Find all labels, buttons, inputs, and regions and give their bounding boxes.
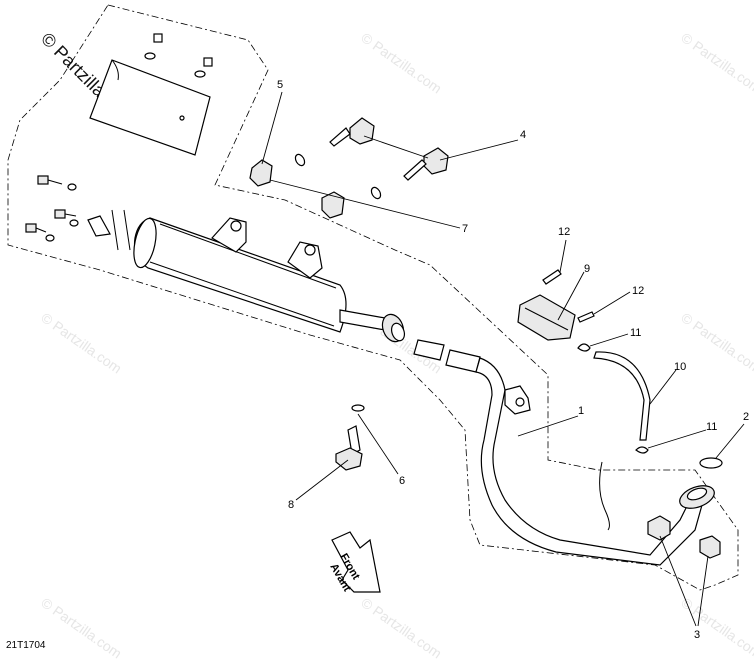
watermark-text: © Partzilla.com xyxy=(678,29,754,96)
callout-3: 3 xyxy=(694,629,700,641)
callout-9: 9 xyxy=(584,263,590,275)
exhaust-header-pipe xyxy=(475,357,715,566)
bracket-bolts xyxy=(329,117,449,181)
leader-lines xyxy=(261,91,745,627)
bracket-washers xyxy=(294,153,382,200)
vent-hose xyxy=(593,351,651,441)
callout-12-upper: 12 xyxy=(558,226,570,238)
muffler-washer-bolt xyxy=(335,404,365,471)
callout-11-lower: 11 xyxy=(706,421,717,433)
figure-code: 21T1704 xyxy=(6,640,46,651)
callout-10: 10 xyxy=(674,361,686,373)
callout-labels: 1 2 3 4 5 6 7 8 9 10 11 11 12 12 xyxy=(277,79,749,641)
bracket-nuts xyxy=(249,159,345,219)
watermark-text: © Partzilla.com xyxy=(358,594,444,660)
watermark-text: © Partzilla.com xyxy=(678,594,754,660)
hose-clips xyxy=(577,343,649,454)
muffler-end-cap xyxy=(87,209,131,251)
callout-4: 4 xyxy=(520,129,526,141)
watermark-text: © Partzilla.com xyxy=(678,309,754,376)
plate-screws xyxy=(144,33,213,121)
callout-7: 7 xyxy=(462,223,468,235)
callout-11-upper: 11 xyxy=(630,327,641,339)
callout-1: 1 xyxy=(578,405,584,417)
front-direction-arrow: Front Avant xyxy=(327,531,381,594)
callout-8: 8 xyxy=(288,499,294,511)
sensor-module xyxy=(517,294,576,341)
sensor-screws xyxy=(542,269,595,323)
sensor-wire xyxy=(599,461,610,531)
muffler-side-bolts xyxy=(25,175,79,242)
callout-12-lower: 12 xyxy=(632,285,644,297)
callout-6: 6 xyxy=(399,475,405,487)
joint-gaskets xyxy=(413,339,481,373)
muffler xyxy=(133,217,406,343)
watermark-text: © Partzilla.com xyxy=(358,29,444,96)
callout-5: 5 xyxy=(277,79,283,91)
heat-shield-plate xyxy=(89,59,211,156)
header-nuts xyxy=(647,515,721,559)
assembly-boundary xyxy=(7,4,739,591)
watermark-text: © Partzilla.com xyxy=(38,309,124,376)
callout-2: 2 xyxy=(743,411,749,423)
watermark-text: © Partzilla.com xyxy=(38,594,124,660)
flange-gasket xyxy=(699,457,723,469)
